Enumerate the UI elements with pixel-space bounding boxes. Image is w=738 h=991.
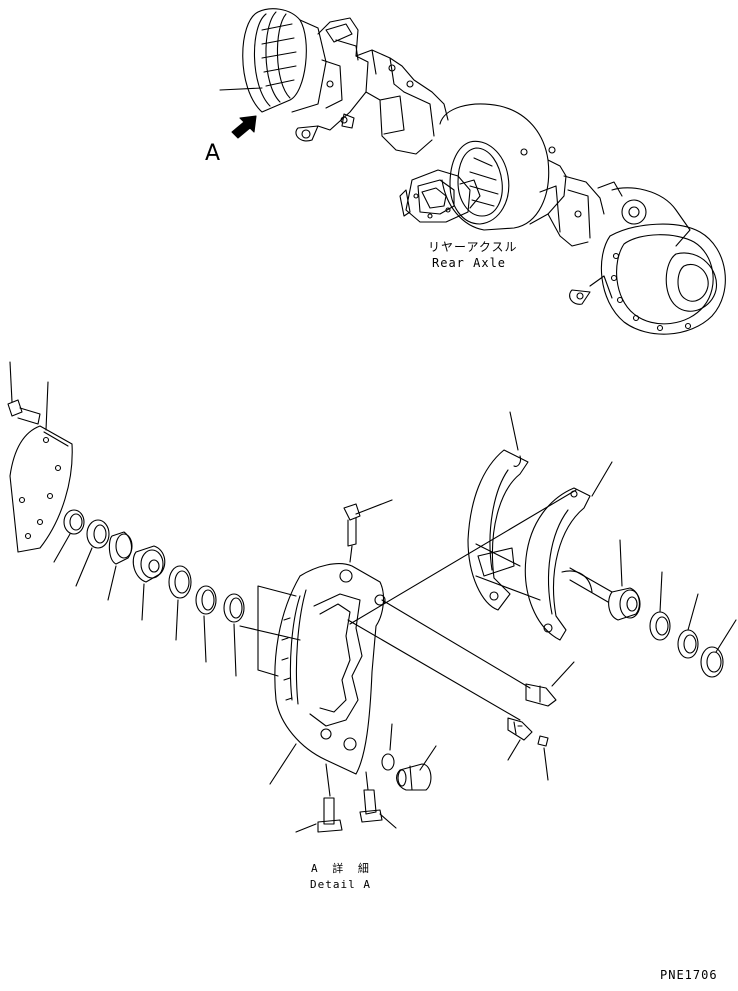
right-rings: [609, 540, 736, 677]
bolt-2: [344, 500, 392, 562]
seal-rings: [54, 510, 244, 676]
axle-name-jp: リヤーアクスル: [428, 240, 518, 254]
leader-line: [220, 88, 262, 90]
outer-brake-pad: [468, 412, 528, 610]
alignment-lines: [240, 490, 612, 720]
detail-a-exploded-view: [8, 362, 736, 832]
rear-axle-assembly: [220, 9, 725, 334]
bleeder-fitting: [508, 662, 574, 780]
axle-name-en: Rear Axle: [432, 256, 507, 270]
bottom-bolts: [296, 764, 396, 832]
bolt-1: [8, 362, 40, 424]
axle-tube-right: [540, 176, 622, 246]
differential-housing: [440, 104, 566, 230]
view-direction-arrow: [232, 116, 256, 138]
input-flange: [400, 170, 480, 222]
brake-caliper: [258, 564, 385, 784]
inner-brake-pad: [525, 462, 612, 640]
right-hub: [570, 188, 726, 334]
axle-tube: [356, 50, 448, 154]
view-marker-a: A: [205, 141, 221, 166]
left-hub: [243, 9, 326, 141]
shim-plate: [10, 382, 72, 552]
detail-label-jp: A 詳 細: [311, 862, 373, 875]
piston-plug: [382, 724, 436, 790]
page-code: PNE1706: [660, 968, 718, 982]
detail-label-en: Detail A: [310, 878, 371, 891]
left-housing: [318, 18, 368, 130]
